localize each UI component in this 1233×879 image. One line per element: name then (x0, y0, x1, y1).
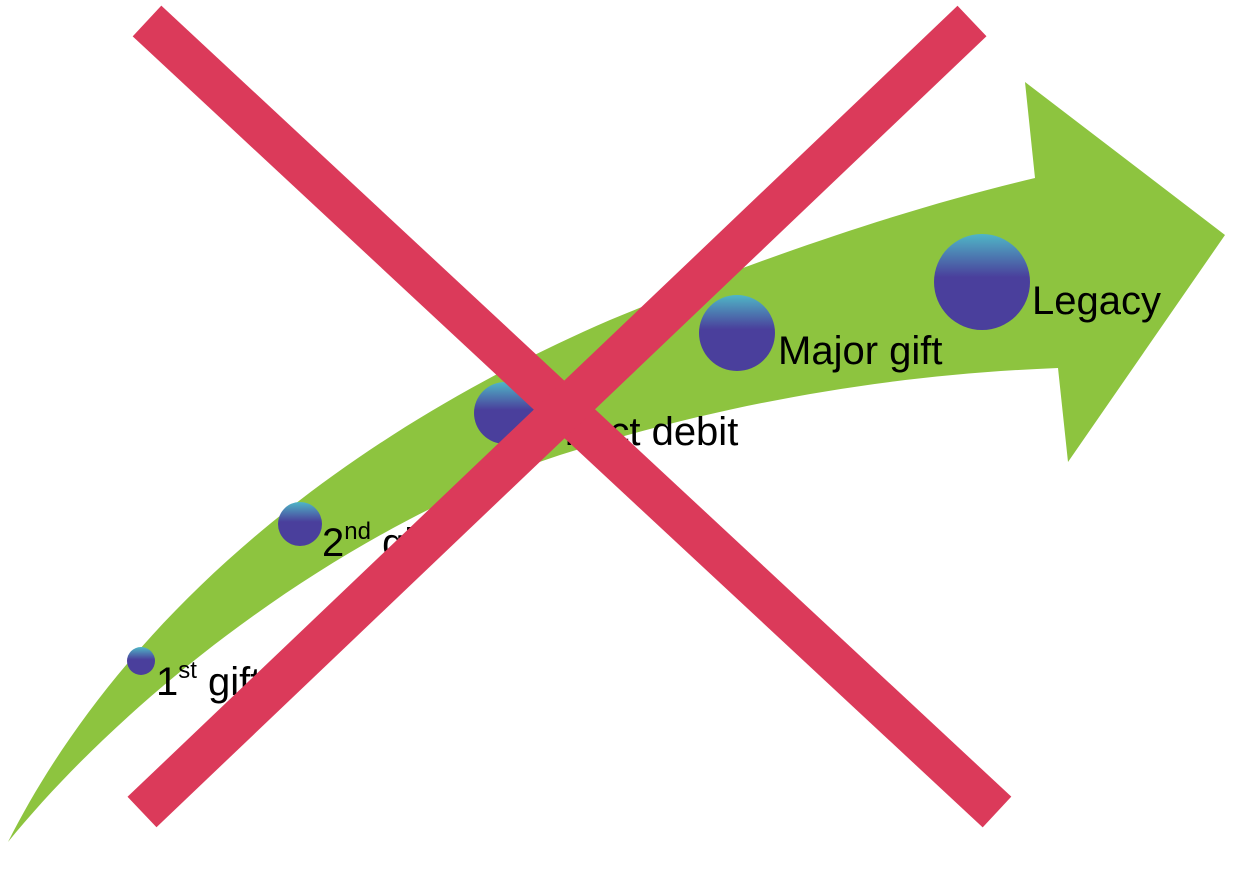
stage-marker-major-gift (699, 295, 775, 371)
stage-label-legacy: Legacy (1032, 279, 1161, 323)
cross-out-stroke-2 (127, 5, 987, 828)
stage-marker-second-gift (278, 502, 322, 546)
stage-marker-legacy (934, 234, 1030, 330)
stage-label-major-gift: Major gift (778, 329, 943, 373)
stage-marker-first-gift (127, 647, 155, 675)
stage-label-first-gift: 1st gift (156, 657, 261, 704)
cross-out-mark (127, 5, 1012, 828)
journey-arrow (8, 82, 1225, 842)
